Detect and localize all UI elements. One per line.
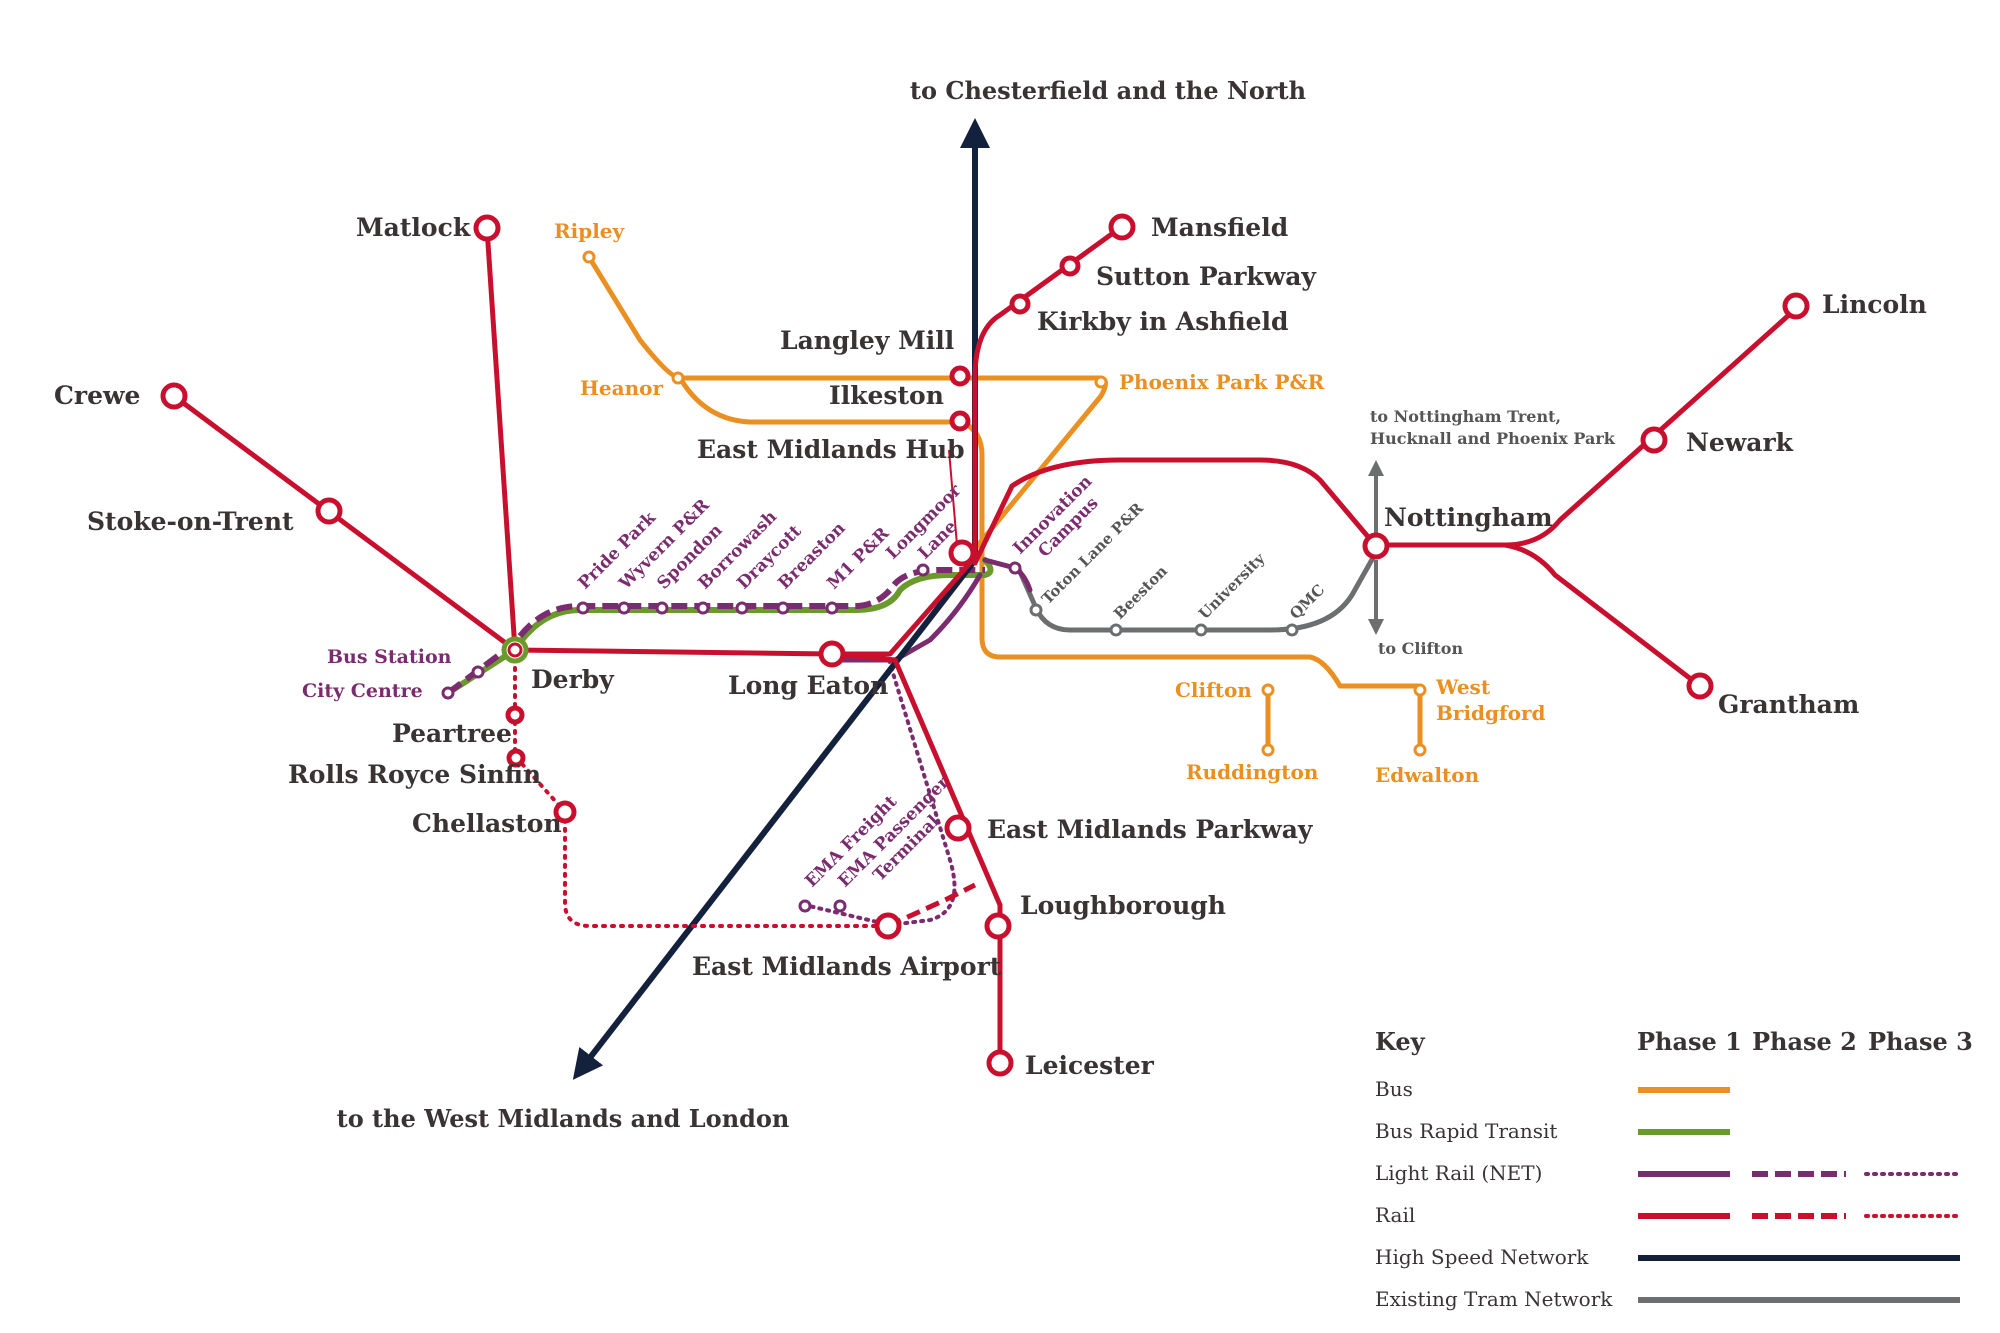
station-marker-hub: [948, 539, 976, 567]
station-marker-rolls-royce: [506, 748, 526, 768]
key-row-rail: Rail: [1375, 1203, 1415, 1227]
station-marker-peartree: [505, 705, 525, 725]
label-lincoln: Lincoln: [1822, 290, 1927, 319]
label-bus-station: Bus Station: [327, 646, 452, 668]
key-row-high-speed: High Speed Network: [1375, 1245, 1589, 1269]
label-west-bridgford-1: West: [1435, 675, 1491, 699]
existing-tram-network: [1014, 553, 1377, 633]
rail-phase2: [886, 882, 977, 929]
station-marker-em-parkway: [944, 814, 972, 842]
label-leicester: Leicester: [1025, 1051, 1155, 1080]
direction-clifton: to Clifton: [1378, 639, 1463, 658]
label-grantham: Grantham: [1718, 690, 1859, 719]
station-marker-sutton: [1059, 255, 1081, 277]
key-row-brt: Bus Rapid Transit: [1375, 1119, 1557, 1143]
station-marker-loughborough: [984, 912, 1012, 940]
label-mansfield: Mansfield: [1151, 213, 1288, 242]
rail-phase1: [171, 225, 1803, 1065]
key-phase1: Phase 1: [1637, 1027, 1742, 1056]
station-marker-crewe: [160, 382, 188, 410]
station-marker-kirkby: [1009, 293, 1031, 315]
station-marker-lincoln: [1782, 292, 1810, 320]
em-hub-pointer: [948, 449, 958, 546]
label-ilkeston: Ilkeston: [829, 381, 944, 410]
bus-lines: [586, 254, 1423, 753]
label-phoenix-park: Phoenix Park P&R: [1119, 370, 1325, 394]
label-stoke: Stoke-on-Trent: [87, 507, 294, 536]
label-ripley: Ripley: [554, 219, 626, 243]
bus-rapid-transit: [445, 557, 994, 696]
label-sutton-parkway: Sutton Parkway: [1096, 262, 1317, 291]
direction-nottingham-trent-2: Hucknall and Phoenix Park: [1370, 429, 1616, 448]
label-university: University: [1195, 549, 1269, 623]
station-marker-stoke: [315, 497, 343, 525]
station-marker-ilkeston: [949, 410, 971, 432]
station-marker-leicester: [986, 1049, 1014, 1077]
label-rolls-royce: Rolls Royce Sinfin: [288, 760, 541, 789]
label-derby: Derby: [531, 665, 615, 694]
key-phase3: Phase 3: [1868, 1027, 1973, 1056]
label-newark: Newark: [1686, 428, 1794, 457]
direction-south: to the West Midlands and London: [337, 1104, 790, 1133]
label-city-centre: City Centre: [302, 680, 423, 702]
label-west-bridgford-2: Bridgford: [1436, 701, 1545, 725]
label-matlock: Matlock: [356, 213, 471, 242]
tram-stop-markers: [1029, 603, 1299, 637]
direction-north: to Chesterfield and the North: [910, 76, 1306, 105]
station-marker-nottingham: [1362, 532, 1390, 560]
station-marker-matlock: [473, 214, 501, 242]
station-marker-grantham: [1686, 672, 1714, 700]
label-qmc: QMC: [1286, 581, 1328, 623]
light-rail-stop-markers: [441, 561, 1022, 913]
station-marker-ema: [874, 912, 902, 940]
station-marker-long-eaton: [818, 640, 846, 668]
label-loughborough: Loughborough: [1020, 891, 1226, 920]
station-marker-newark: [1640, 426, 1668, 454]
station-marker-derby-inner: [507, 642, 523, 658]
station-marker-chellaston: [553, 800, 577, 824]
bus-stop-markers: [582, 250, 1427, 757]
label-langley-mill: Langley Mill: [780, 326, 954, 355]
station-marker-langley: [949, 365, 971, 387]
key-legend: Key Phase 1 Phase 2 Phase 3 Bus Bus Rapi…: [1375, 1027, 1973, 1311]
label-ema: East Midlands Airport: [692, 952, 1002, 981]
key-title: Key: [1375, 1027, 1426, 1056]
key-row-light-rail: Light Rail (NET): [1375, 1161, 1542, 1185]
direction-nottingham-trent: to Nottingham Trent,: [1370, 407, 1561, 426]
label-long-eaton: Long Eaton: [728, 671, 888, 700]
label-heanor: Heanor: [580, 376, 663, 400]
label-peartree: Peartree: [392, 719, 512, 748]
key-row-bus: Bus: [1375, 1077, 1413, 1101]
label-beeston: Beeston: [1110, 562, 1171, 623]
light-rail-phase2: [446, 567, 985, 696]
label-crewe: Crewe: [54, 381, 140, 410]
label-clifton: Clifton: [1175, 678, 1252, 702]
rail-phase3: [513, 648, 890, 928]
label-em-parkway: East Midlands Parkway: [987, 815, 1314, 844]
label-chellaston: Chellaston: [412, 809, 562, 838]
station-marker-mansfield: [1108, 213, 1136, 241]
label-edwalton: Edwalton: [1375, 763, 1480, 787]
label-em-hub: East Midlands Hub: [697, 435, 965, 464]
label-ruddington: Ruddington: [1186, 760, 1319, 784]
rail-station-markers: [160, 213, 1810, 1077]
key-row-tram: Existing Tram Network: [1375, 1287, 1613, 1311]
light-rail-phase3: [803, 658, 957, 928]
label-nottingham: Nottingham: [1384, 503, 1553, 532]
key-phase2: Phase 2: [1752, 1027, 1857, 1056]
label-kirkby: Kirkby in Ashfield: [1037, 307, 1289, 336]
